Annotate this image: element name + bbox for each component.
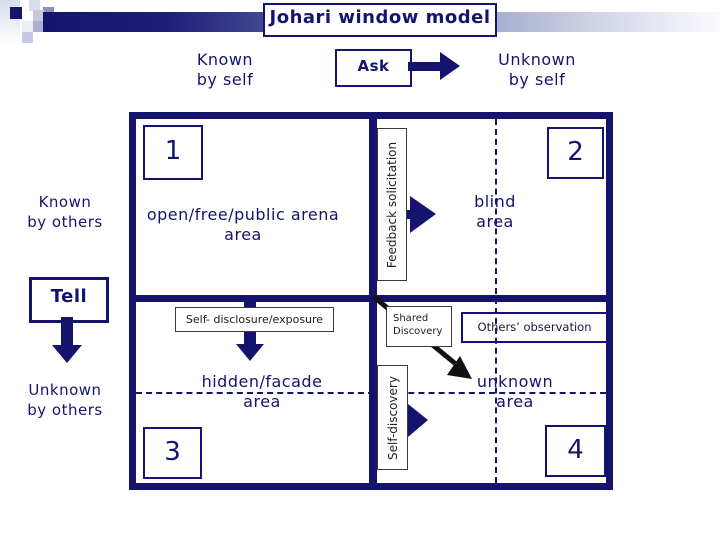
corner-square bbox=[33, 10, 44, 21]
corner-square bbox=[33, 21, 44, 32]
feedback-solicitation-label: Feedback solicitation bbox=[385, 141, 399, 268]
ask-box: Ask bbox=[335, 49, 412, 87]
corner-square bbox=[29, 0, 40, 11]
horizontal-dashed-line bbox=[136, 392, 606, 394]
vertical-dashed-line bbox=[495, 119, 497, 483]
quadrant-number-4: 4 bbox=[545, 425, 606, 477]
quadrant-hidden-area-label: hidden/facade area bbox=[201, 372, 323, 411]
quadrant-unknown-area-label: unknown area bbox=[476, 372, 554, 411]
quadrant-number-3: 3 bbox=[143, 427, 202, 479]
self-discovery-box: Self-discovery bbox=[377, 365, 408, 470]
tell-arrow-down-icon bbox=[52, 317, 82, 363]
feedback-solicitation-box: Feedback solicitation bbox=[377, 128, 407, 281]
corner-square bbox=[22, 32, 33, 43]
axis-label-known-by-self: Known by self bbox=[196, 50, 254, 89]
ask-arrow-right-icon bbox=[408, 52, 460, 80]
others-observation-box: Others’ observation bbox=[461, 312, 608, 343]
self-disclosure-box: Self- disclosure/exposure bbox=[175, 307, 334, 332]
self-discovery-label: Self-discovery bbox=[385, 375, 400, 460]
shared-discovery-box: Shared Discovery bbox=[386, 306, 452, 347]
quadrant-blind-area-label: blind area bbox=[474, 192, 516, 231]
axis-label-unknown-by-self: Unknown by self bbox=[498, 50, 576, 89]
quadrant-number-2: 2 bbox=[547, 127, 604, 179]
quadrant-open-area-label: open/free/public arena area bbox=[146, 205, 340, 244]
window-horizontal-divider bbox=[129, 295, 613, 302]
quadrant-number-1: 1 bbox=[143, 125, 203, 180]
corner-square bbox=[22, 21, 33, 32]
axis-label-known-by-others: Known by others bbox=[27, 193, 103, 231]
slide-title: Johari window model bbox=[263, 3, 497, 37]
axis-label-unknown-by-others: Unknown by others bbox=[27, 381, 103, 419]
corner-square bbox=[10, 7, 22, 19]
